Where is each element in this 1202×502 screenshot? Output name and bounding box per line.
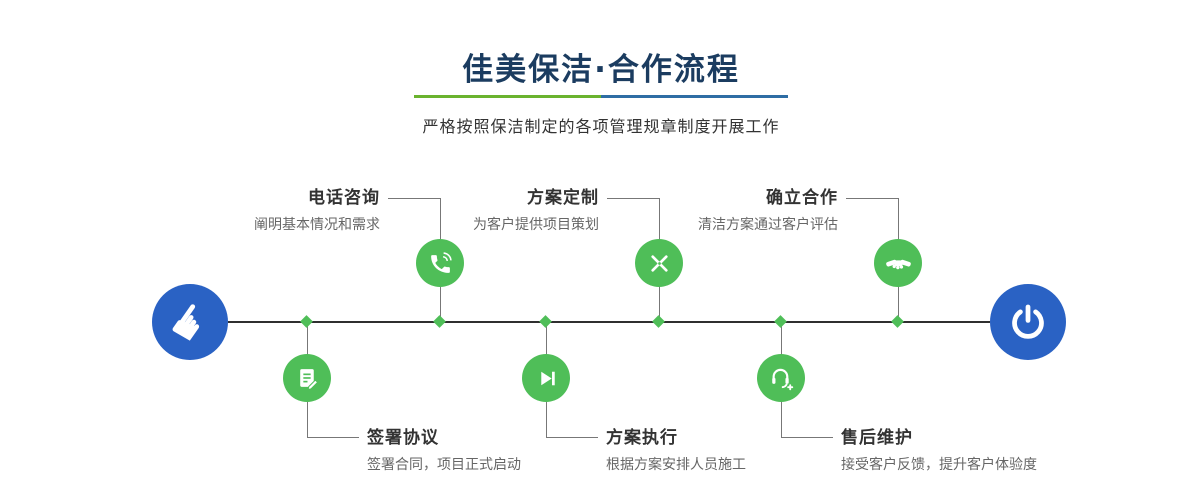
step-title: 确立合作 xyxy=(766,188,838,208)
process-start-node: ☛ xyxy=(152,284,228,360)
step-desc: 清洁方案通过客户评估 xyxy=(698,217,838,233)
play-icon xyxy=(540,371,555,385)
title-underline-green-segment xyxy=(414,95,601,98)
timeline-node-diamond xyxy=(774,315,787,328)
step-desc: 根据方案安排人员施工 xyxy=(606,457,746,473)
headset-icon-badge xyxy=(757,354,805,402)
step-block-establish-cooperation: 确立合作 清洁方案通过客户评估 xyxy=(698,188,838,233)
timeline-node-diamond xyxy=(300,315,313,328)
design-pens-icon-badge xyxy=(635,239,683,287)
connector-line xyxy=(607,198,659,199)
timeline-line xyxy=(228,321,990,323)
connector-line xyxy=(546,437,598,438)
contract-icon-badge xyxy=(283,354,331,402)
title-underline xyxy=(414,95,788,98)
design-pens-icon xyxy=(650,254,668,272)
step-block-after-sales: 售后维护 接受客户反馈，提升客户体验度 xyxy=(841,428,1037,473)
step-title: 签署协议 xyxy=(367,428,439,448)
step-block-plan-customize: 方案定制 为客户提供项目策划 xyxy=(473,188,599,233)
timeline-node-diamond xyxy=(539,315,552,328)
timeline-node-diamond xyxy=(891,315,904,328)
process-end-node xyxy=(990,284,1066,360)
connector-line xyxy=(388,198,440,199)
step-block-sign-agreement: 签署协议 签署合同，项目正式启动 xyxy=(367,428,521,473)
step-desc: 为客户提供项目策划 xyxy=(473,217,599,233)
contract-icon xyxy=(299,368,318,390)
page-title: 佳美保洁·合作流程 xyxy=(462,52,740,88)
handshake-icon xyxy=(885,259,911,269)
timeline-node-diamond xyxy=(433,315,446,328)
step-title: 电话咨询 xyxy=(308,188,380,208)
step-title: 方案执行 xyxy=(606,428,678,448)
step-block-phone-consult: 电话咨询 阐明基本情况和需求 xyxy=(254,188,380,233)
play-icon-badge xyxy=(522,354,570,402)
power-icon xyxy=(1012,304,1044,339)
headset-icon xyxy=(772,368,794,391)
connector-line xyxy=(781,437,833,438)
phone-icon-badge xyxy=(416,239,464,287)
pointer-hand-icon: ☛ xyxy=(156,289,224,355)
timeline-node-diamond xyxy=(652,315,665,328)
step-title: 售后维护 xyxy=(841,428,913,448)
step-desc: 阐明基本情况和需求 xyxy=(254,217,380,233)
connector-line xyxy=(846,198,898,199)
step-block-plan-execution: 方案执行 根据方案安排人员施工 xyxy=(606,428,746,473)
handshake-icon-badge xyxy=(874,239,922,287)
step-desc: 接受客户反馈，提升客户体验度 xyxy=(841,457,1037,473)
page-subtitle: 严格按照保洁制定的各项管理规章制度开展工作 xyxy=(422,117,780,136)
connector-line xyxy=(307,437,359,438)
title-underline-blue-segment xyxy=(601,95,788,98)
phone-icon xyxy=(430,251,452,273)
step-desc: 签署合同，项目正式启动 xyxy=(367,457,521,473)
step-title: 方案定制 xyxy=(527,188,599,208)
